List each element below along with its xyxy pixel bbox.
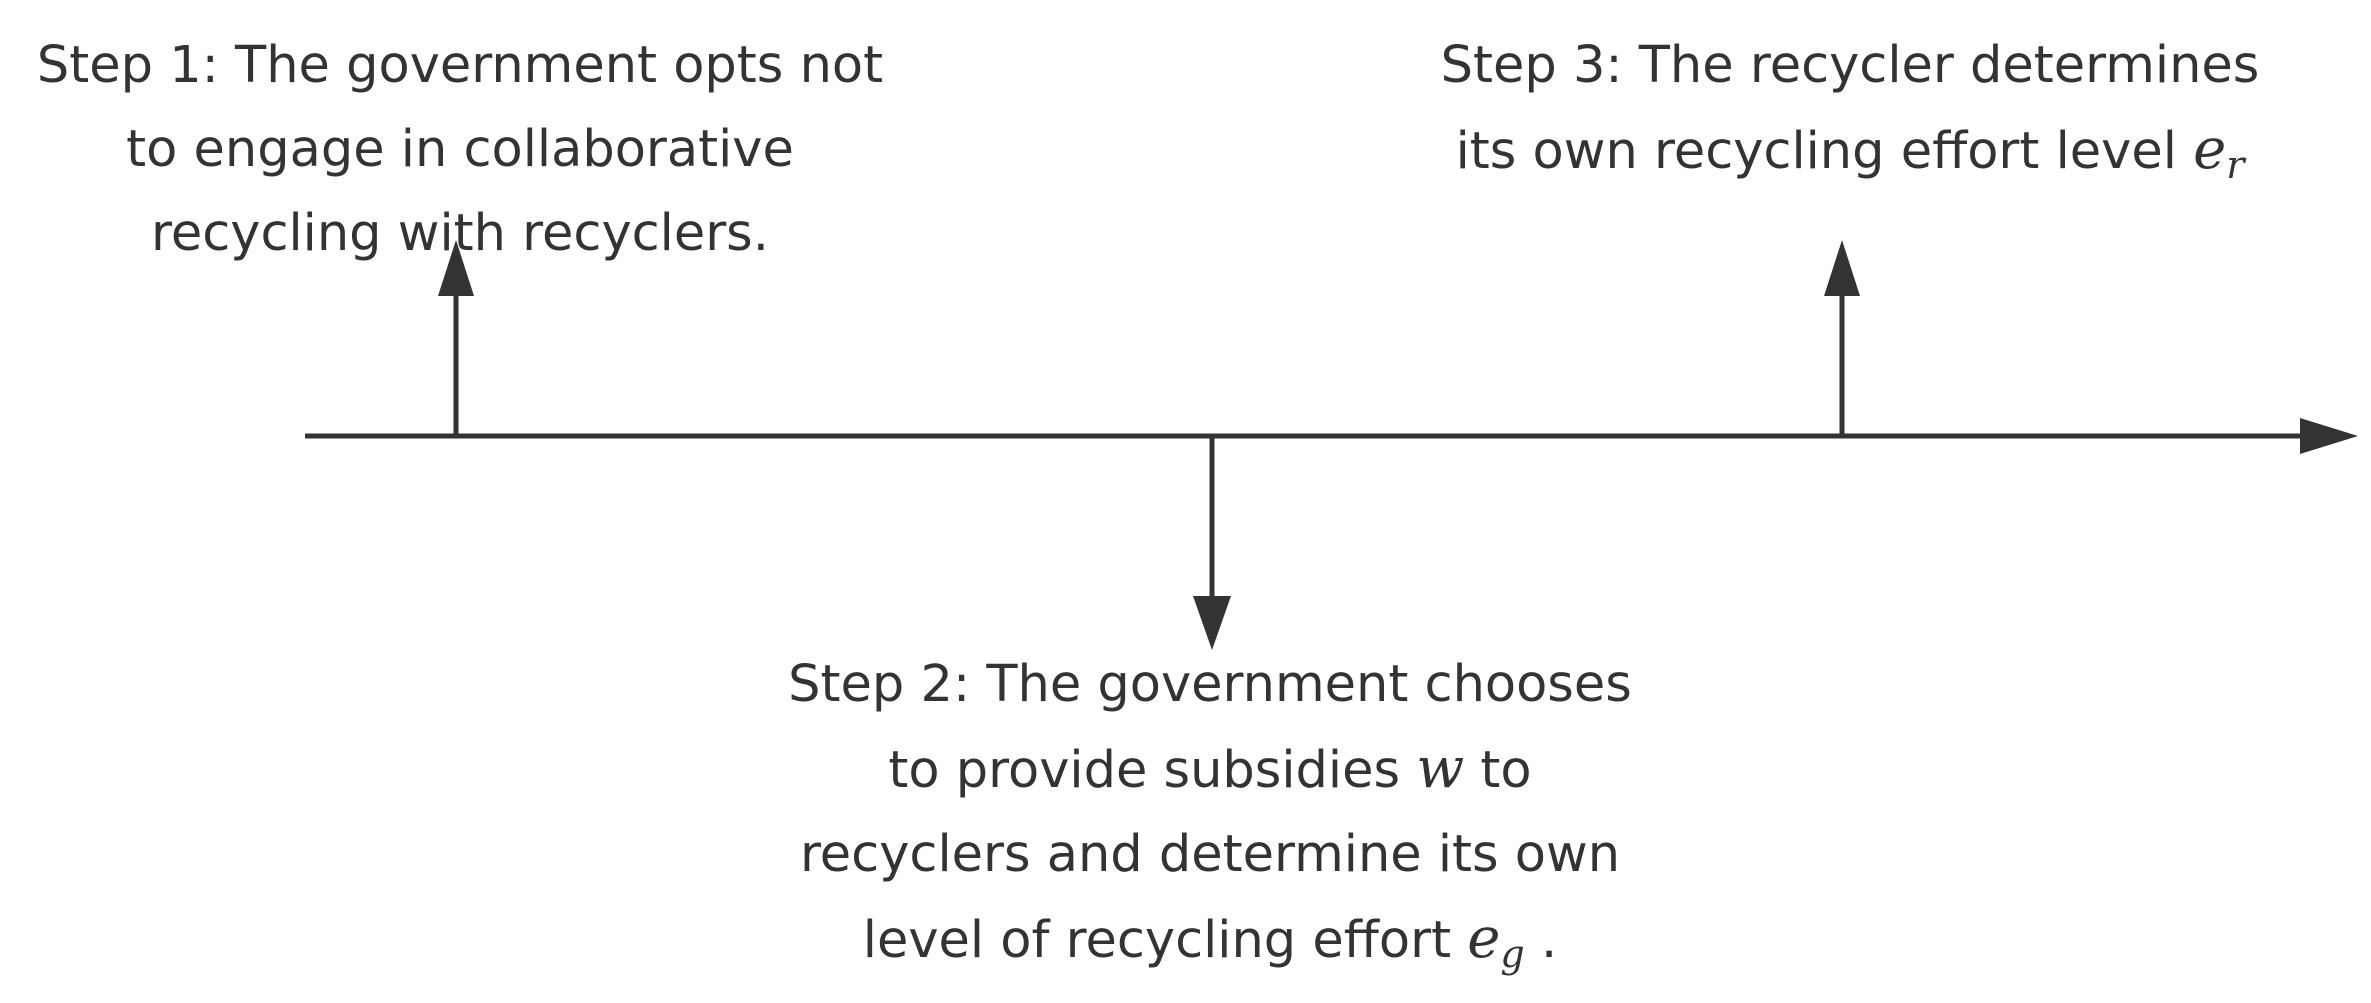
- step-2-line-2: to provide subsidies w to: [760, 727, 1660, 813]
- step-2-line-2-suffix: to: [1464, 741, 1532, 800]
- government-effort-variable-base: e: [1467, 906, 1501, 971]
- step-1-line-1: Step 1: The government opts not: [36, 36, 884, 95]
- step-3-line-2: its own recycling effort level er: [1410, 108, 2290, 194]
- step-2-line-2-prefix: to provide subsidies: [888, 741, 1417, 800]
- step-2-line-4-suffix: .: [1524, 911, 1558, 970]
- recycler-effort-variable-base: e: [2193, 117, 2227, 182]
- step-1-line-2: to engage in collaborative: [126, 120, 794, 179]
- step-2-line-1: Step 2: The government chooses: [788, 655, 1632, 714]
- recycler-effort-variable: er: [2193, 117, 2244, 184]
- step-2-line-3: recyclers and determine its own: [799, 825, 1621, 884]
- step-3-line-2-prefix: its own recycling effort level: [1455, 122, 2194, 181]
- step-2-line-4: level of recycling effort eg .: [760, 897, 1660, 983]
- government-effort-variable: eg: [1467, 906, 1524, 973]
- government-effort-variable-subscript: g: [1500, 932, 1525, 976]
- subsidy-variable: w: [1416, 736, 1465, 801]
- step-3-arrow-head: [1824, 240, 1860, 296]
- step-2-label: Step 2: The government chooses to provid…: [760, 643, 1660, 983]
- step-2-arrow-head: [1193, 596, 1231, 650]
- step-3-label: Step 3: The recycler determines its own …: [1410, 24, 2290, 194]
- step-3-line-1: Step 3: The recycler determines: [1440, 36, 2260, 95]
- step-1-label: Step 1: The government opts not to engag…: [20, 24, 900, 276]
- step-1-line-3: recycling with recyclers.: [151, 204, 769, 263]
- recycler-effort-variable-subscript: r: [2226, 143, 2245, 187]
- timeline-axis-arrowhead: [2300, 418, 2358, 454]
- step-1-arrow-head: [438, 240, 474, 296]
- step-2-line-4-prefix: level of recycling effort: [862, 911, 1468, 970]
